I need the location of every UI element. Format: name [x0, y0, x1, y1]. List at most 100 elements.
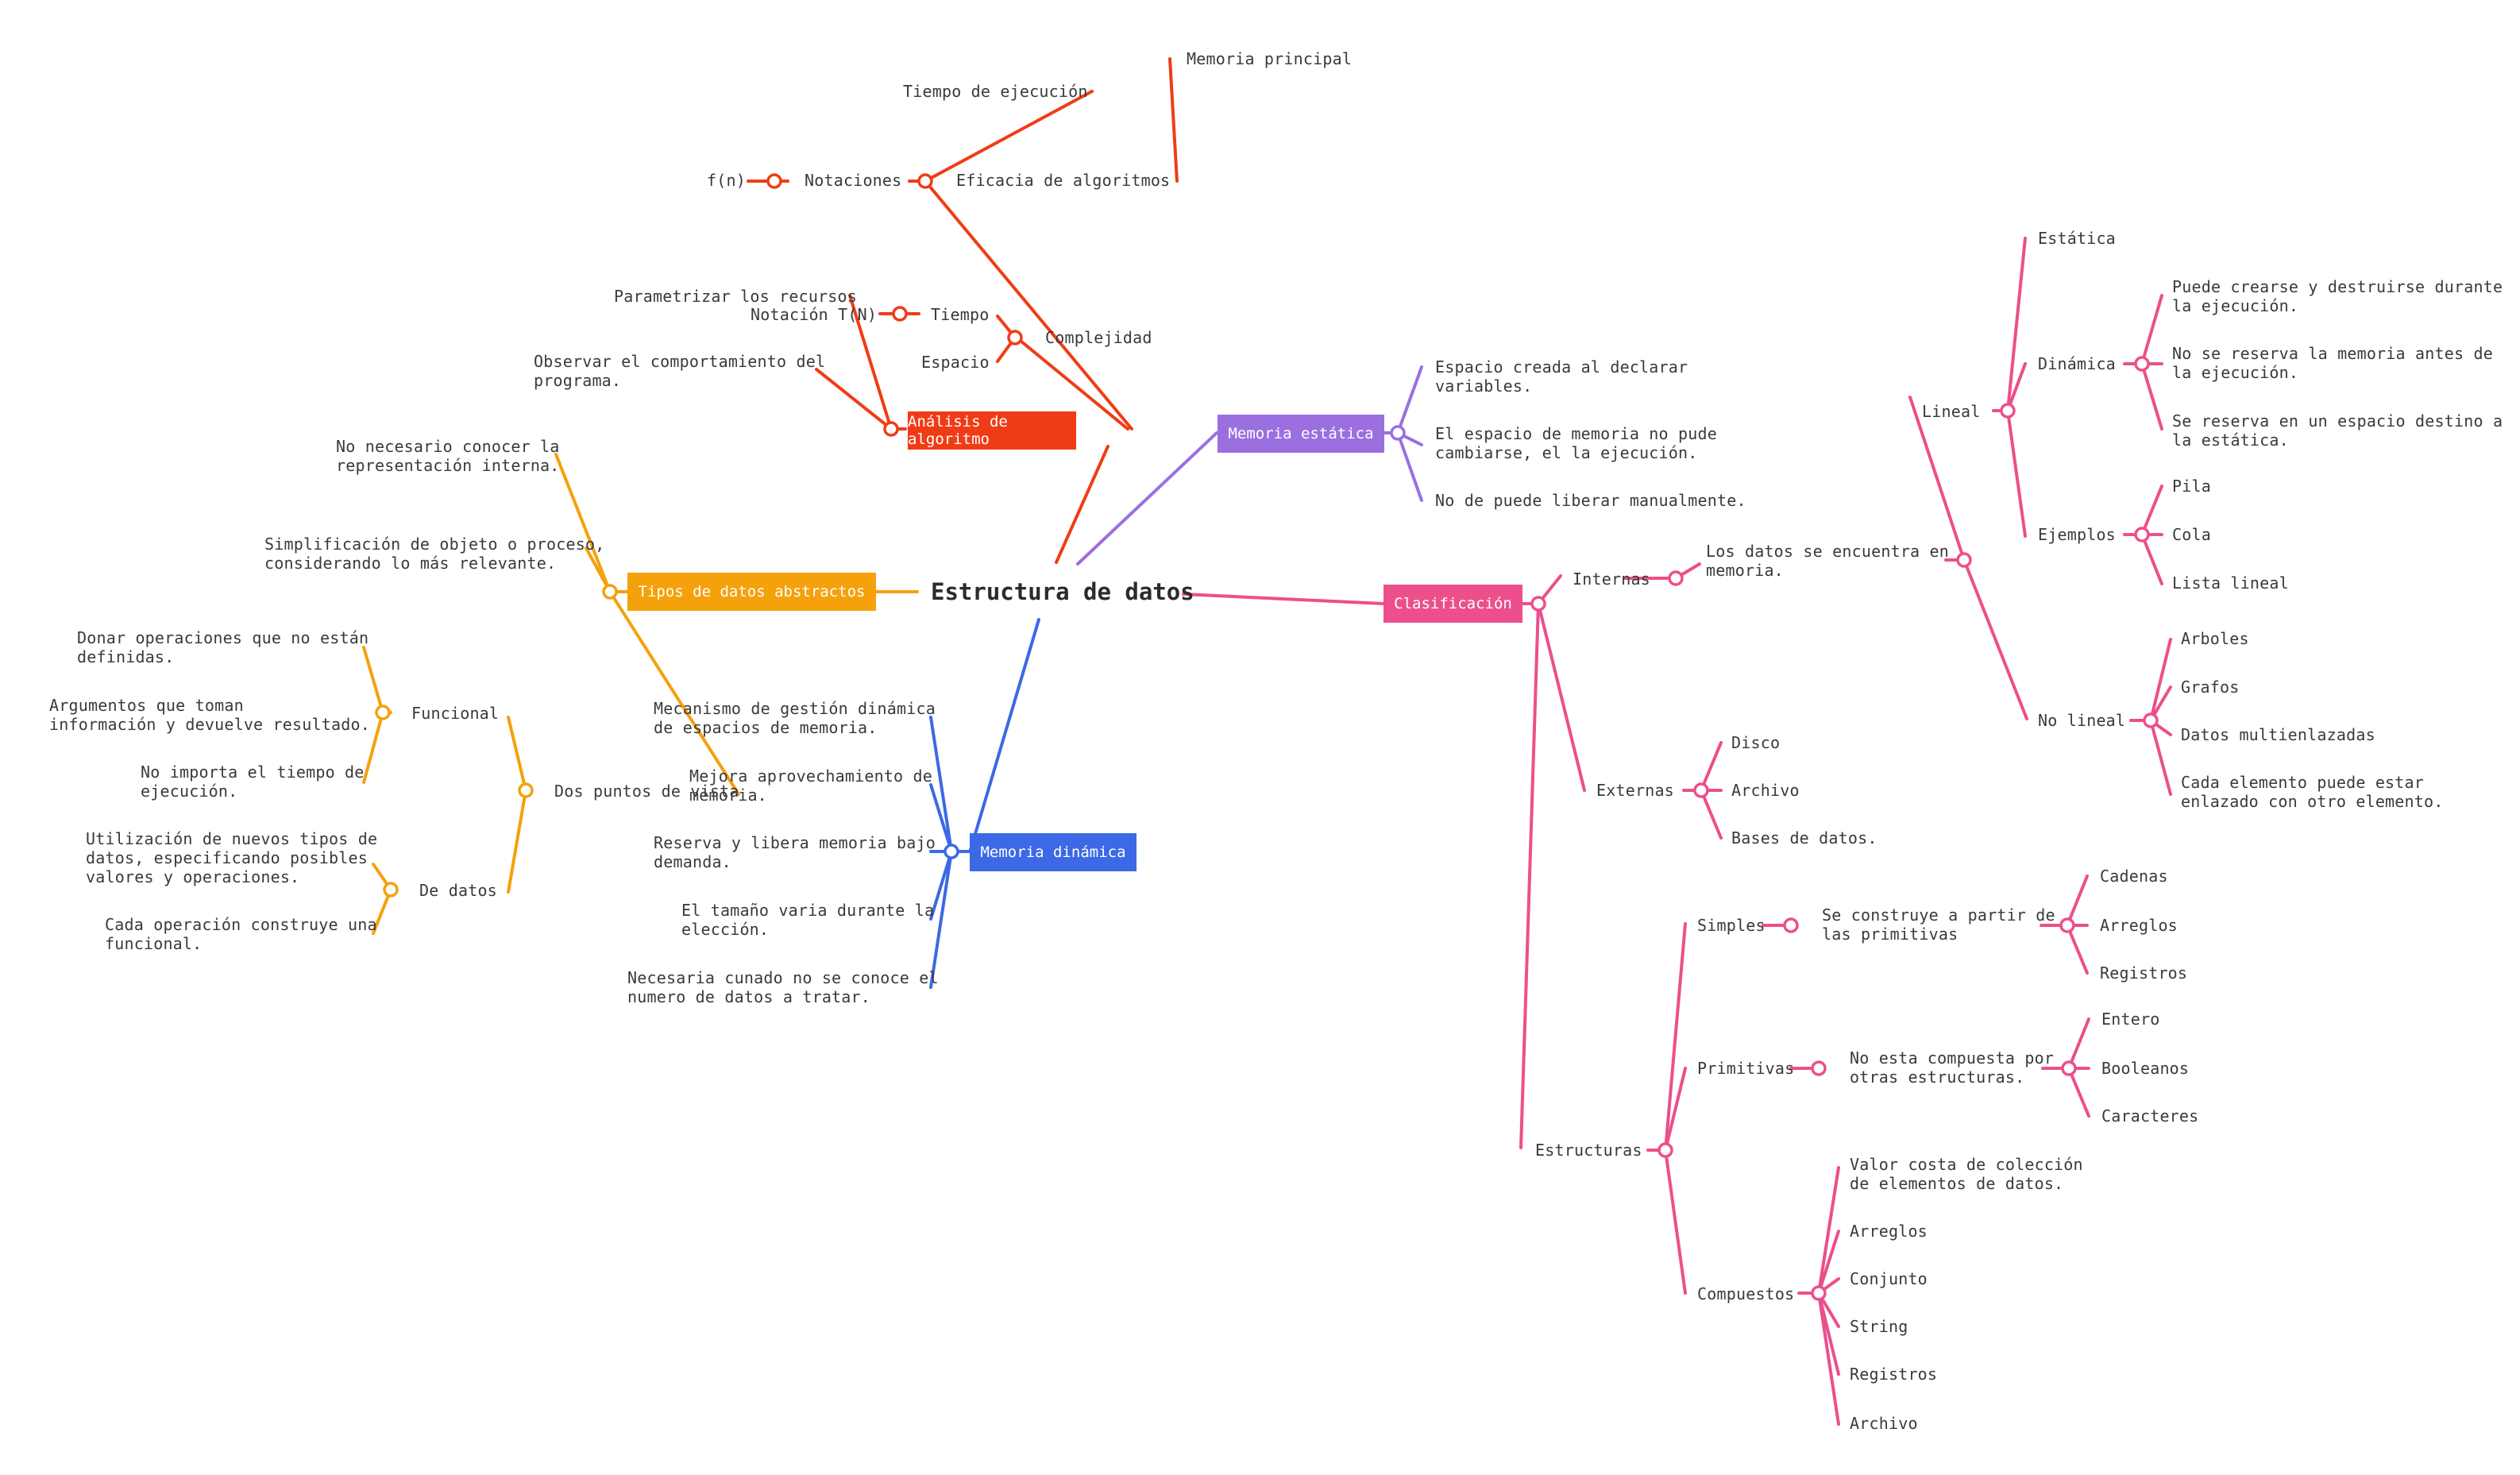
label-dinamica-item-3[interactable]: Reserva y libera memoria bajo demanda. [654, 833, 936, 871]
label-enlazado[interactable]: Cada elemento puede estar enlazado con o… [2181, 773, 2444, 811]
label-dinamica-item-4[interactable]: El tamaño varia durante la elección. [681, 901, 935, 939]
edge-estatica-1 [1396, 365, 1423, 434]
label-externas[interactable]: Externas [1596, 781, 1674, 800]
label-registros-simples[interactable]: Registros [2100, 963, 2188, 983]
edge-lineal-ejemplos [2006, 409, 2027, 538]
label-estatica-item-2[interactable]: El espacio de memoria no pude cambiarse,… [1435, 424, 1717, 462]
edge-analisis-complejidad [1015, 336, 1129, 431]
edge-root-analisis [1055, 445, 1109, 564]
topic-clasificacion[interactable]: Clasificación [1383, 585, 1522, 623]
label-dinamica-desc-2[interactable]: No se reserva la memoria antes de la eje… [2172, 344, 2493, 382]
node-tiempo-circle [892, 306, 908, 322]
label-compuestos-item-2[interactable]: Arreglos [1850, 1222, 1928, 1241]
label-simples[interactable]: Simples [1697, 916, 1766, 935]
label-dinamica-item-2[interactable]: Mejora aprovechamiento de memoria. [689, 766, 933, 805]
label-no-necesario[interactable]: No necesario conocer la representación i… [336, 437, 560, 475]
edge-lineal-dinamica [2006, 362, 2027, 412]
edge-root-estatica [1076, 431, 1218, 566]
label-tiempo[interactable]: Tiempo [931, 305, 990, 324]
label-dedatos-item-2[interactable]: Cada operación construye una funcional. [105, 915, 377, 953]
label-simples-desc[interactable]: Se construye a partir de las primitivas [1822, 905, 2055, 944]
label-lineal-estatica[interactable]: Estática [2038, 229, 2116, 248]
label-compuestos-item-5[interactable]: Registros [1850, 1365, 1938, 1384]
label-compuestos-item-3[interactable]: Conjunto [1850, 1269, 1928, 1288]
edge-dospuntos-branch [507, 716, 527, 894]
label-disco[interactable]: Disco [1731, 733, 1781, 752]
edge-eficacia-tiempo-ejecucion [924, 90, 1094, 183]
label-multienlazadas[interactable]: Datos multienlazadas [2181, 725, 2375, 744]
label-arboles[interactable]: Arboles [2181, 629, 2249, 648]
node-compuestos-circle [1811, 1285, 1827, 1301]
node-complejidad-circle [1007, 330, 1023, 346]
label-archivo-ext[interactable]: Archivo [1731, 781, 1800, 800]
label-primitivas-desc[interactable]: No esta compuesta por otras estructuras. [1850, 1048, 2055, 1087]
label-ejemplo-cola[interactable]: Cola [2172, 525, 2211, 544]
root-topic[interactable]: Estructura de datos [931, 578, 1194, 605]
label-dinamica-desc-3[interactable]: Se reserva en un espacio destino a la es… [2172, 411, 2503, 450]
label-estructuras[interactable]: Estructuras [1535, 1141, 1642, 1160]
label-funcional[interactable]: Funcional [411, 704, 500, 723]
label-entero[interactable]: Entero [2101, 1010, 2160, 1029]
label-compuestos-item-6[interactable]: Archivo [1850, 1414, 1918, 1433]
label-lineal[interactable]: Lineal [1922, 402, 1981, 421]
label-ejemplos[interactable]: Ejemplos [2038, 525, 2116, 544]
label-tiempo-ejecucion[interactable]: Tiempo de ejecución [903, 82, 1088, 101]
label-dedatos-item-1[interactable]: Utilización de nuevos tipos de datos, es… [86, 829, 378, 886]
label-observar[interactable]: Observar el comportamiento del programa. [534, 352, 826, 390]
label-complejidad[interactable]: Complejidad [1045, 328, 1152, 347]
topic-memoria-dinamica[interactable]: Memoria dinámica [970, 833, 1137, 871]
node-eficacia-circle [917, 173, 933, 189]
label-dinamica-item-5[interactable]: Necesaria cunado no se conoce el numero … [627, 968, 939, 1006]
label-notaciones[interactable]: Notaciones [805, 171, 902, 190]
label-dinamica-item-1[interactable]: Mecanismo de gestión dinámica de espacio… [654, 699, 936, 737]
label-parametrizar[interactable]: Parametrizar los recursos [614, 287, 858, 306]
label-de-datos[interactable]: De datos [419, 881, 497, 900]
label-lineal-dinamica[interactable]: Dinámica [2038, 354, 2116, 373]
node-dospuntos-circle [518, 782, 534, 798]
node-notaciones-circle [766, 173, 782, 189]
label-fn[interactable]: f(n) [707, 171, 746, 190]
label-dinamica-desc-1[interactable]: Puede crearse y destruirse durante la ej… [2172, 277, 2503, 315]
label-caracteres[interactable]: Caracteres [2101, 1106, 2199, 1126]
label-no-lineal[interactable]: No lineal [2038, 711, 2126, 730]
label-compuestos-item-4[interactable]: String [1850, 1317, 1908, 1336]
topic-analisis-algoritmo[interactable]: Análisis de algoritmo [908, 411, 1076, 450]
node-dinamica-circle [944, 844, 959, 859]
label-ejemplo-lista[interactable]: Lista lineal [2172, 573, 2289, 593]
node-nolineal-circle [2143, 712, 2159, 728]
label-cadenas[interactable]: Cadenas [2100, 867, 2168, 886]
label-arreglos-simples[interactable]: Arreglos [2100, 916, 2178, 935]
node-internas-desc-circle [1956, 552, 1972, 568]
edge-dinamica-1 [929, 716, 953, 853]
label-internas[interactable]: Internas [1573, 570, 1650, 589]
label-compuestos[interactable]: Compuestos [1697, 1284, 1795, 1303]
label-estatica-item-3[interactable]: No de puede liberar manualmente. [1435, 491, 1746, 510]
label-booleanos[interactable]: Booleanos [2101, 1059, 2190, 1078]
topic-memoria-estatica[interactable]: Memoria estática [1218, 415, 1384, 453]
label-notacion-tn[interactable]: Notación T(N) [751, 305, 878, 324]
label-primitivas[interactable]: Primitivas [1697, 1059, 1795, 1078]
node-simples-desc-circle [2059, 917, 2075, 933]
label-funcional-item-2[interactable]: Argumentos que toman información y devue… [49, 696, 370, 734]
edge-clas-externas [1537, 602, 1586, 792]
label-ejemplo-pila[interactable]: Pila [2172, 477, 2211, 496]
label-compuestos-item-1[interactable]: Valor costa de colección de elementos de… [1850, 1155, 2083, 1193]
topic-tipos-datos-abstractos[interactable]: Tipos de datos abstractos [627, 573, 876, 611]
label-funcional-item-3[interactable]: No importa el tiempo de ejecución. [141, 763, 365, 801]
node-dinamica-pink-circle [2134, 356, 2150, 372]
edge-lineal [1908, 396, 1966, 562]
node-abstractos-circle [602, 584, 618, 600]
label-funcional-item-1[interactable]: Donar operaciones que no están definidas… [77, 628, 369, 666]
label-dos-puntos[interactable]: Dos puntos de vista [554, 782, 739, 801]
label-grafos[interactable]: Grafos [2181, 678, 2240, 697]
label-eficacia[interactable]: Eficacia de algoritmos [956, 171, 1171, 190]
label-internas-desc[interactable]: Los datos se encuentra en memoria. [1706, 542, 1950, 580]
node-lineal-circle [2000, 403, 2016, 419]
label-espacio[interactable]: Espacio [921, 353, 990, 372]
edge-estructuras-primitivas [1664, 1067, 1687, 1152]
label-simplificacion[interactable]: Simplificación de objeto o proceso, cons… [264, 535, 605, 573]
label-bases-datos[interactable]: Bases de datos. [1731, 828, 1877, 848]
label-estatica-item-1[interactable]: Espacio creada al declarar variables. [1435, 357, 1688, 396]
node-clasificacion-circle [1530, 596, 1546, 612]
label-memoria-principal[interactable]: Memoria principal [1187, 49, 1353, 68]
